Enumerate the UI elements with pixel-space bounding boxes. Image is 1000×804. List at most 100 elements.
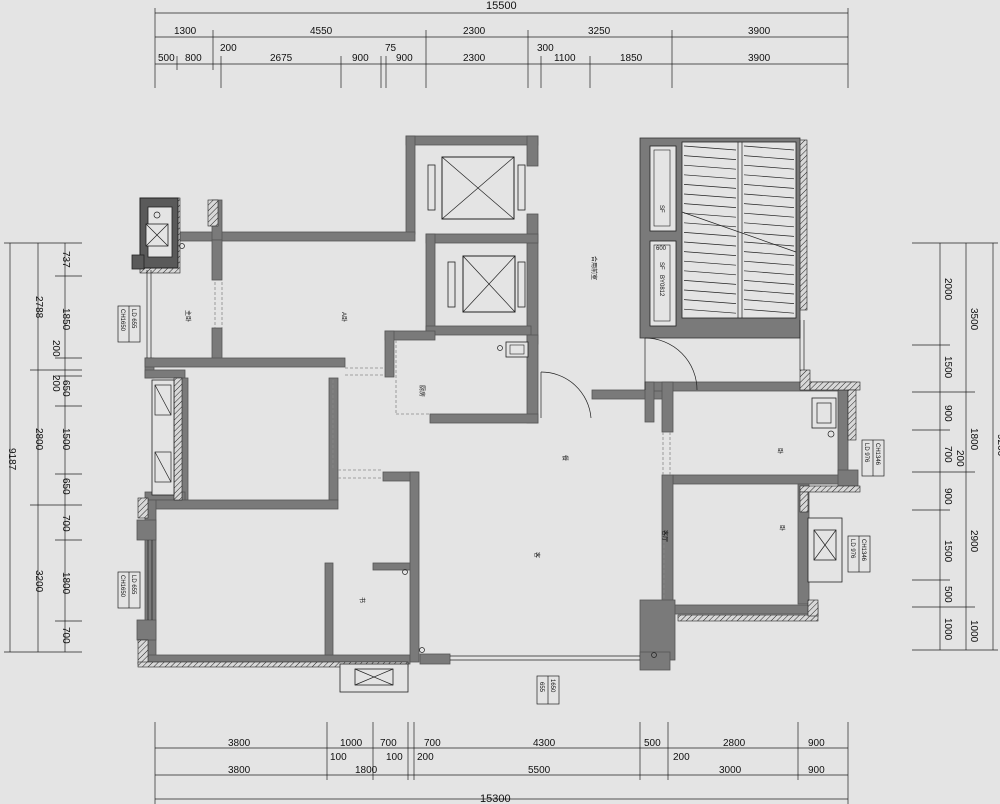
window-tag-bottom: 1650 655 [536, 675, 560, 705]
top-row2-3: 2675 [270, 53, 293, 64]
stair-tread [743, 184, 795, 189]
walls [136, 135, 859, 671]
room-mark-3: 餐 [561, 455, 569, 461]
stair-tread [683, 232, 737, 237]
room-mark-0: A卧 [340, 312, 348, 322]
stair-tread [743, 289, 795, 295]
bottom-row2-7: 3000 [719, 765, 742, 776]
svg-text:LD 976: LD 976 [849, 539, 855, 559]
top-row2-7: 2300 [463, 53, 486, 64]
stair-tread [743, 145, 795, 151]
top-row2-9: 1100 [554, 53, 576, 64]
top-row2-5: 75 [385, 43, 397, 54]
stair-tread [743, 251, 795, 256]
bottom-row2-5: 5500 [528, 765, 551, 776]
bottom-row2-2: 200 [417, 752, 434, 763]
kitchen-fixture [497, 341, 529, 358]
stair-tread [743, 155, 795, 160]
bottom-row2-4: 1800 [355, 765, 378, 776]
stair-tread [743, 270, 795, 276]
left-outer-1: 2800 [33, 428, 44, 451]
bottom-row2-0: 100 [330, 752, 347, 763]
top-row2-11: 3900 [748, 53, 771, 64]
stair-tread [743, 164, 795, 170]
top-row1-1: 4550 [310, 26, 333, 37]
bottom-row1-0: 3800 [228, 738, 251, 749]
window-tag-right-upper: CH1346 LD 976 [861, 439, 885, 477]
left-total: 9187 [6, 448, 17, 471]
stair-tread [743, 222, 795, 228]
room-mark-2: 厨房 [418, 385, 426, 397]
stair-label-0: SF [658, 205, 664, 213]
stair-tread [683, 251, 737, 256]
room-mark-5: 客厅 [661, 530, 669, 542]
window-tag-right-lower: CH1346 LD 976 [847, 535, 871, 573]
top-row1-0: 1300 [174, 26, 197, 37]
stair-tread [683, 145, 737, 151]
right-outer-0: 3500 [968, 308, 979, 331]
top-row2-10: 1850 [620, 53, 643, 64]
stair-tread [683, 289, 737, 295]
bottom-row1-2: 700 [380, 738, 397, 749]
stair-tread [683, 193, 737, 199]
room-mark-8: 书 [358, 597, 366, 603]
room-marks: A卧 主卧 厨房 餐 客 客厅 卧 卧 书 合用前室 [184, 256, 786, 603]
left-outer-2: 3200 [33, 570, 44, 593]
windows [146, 270, 805, 661]
svg-text:CH1650: CH1650 [119, 309, 125, 332]
doors [540, 337, 698, 419]
right-inner-0: 2000 [942, 278, 953, 301]
bottom-row1-6: 2800 [723, 738, 746, 749]
right-bath-fixture [811, 397, 837, 438]
top-total: 15500 [486, 0, 517, 12]
stair-tread [683, 203, 737, 208]
bottom-row2-1: 100 [386, 752, 403, 763]
svg-text:655: 655 [538, 682, 544, 693]
stair-tread [743, 299, 795, 304]
right-inner-1: 1500 [942, 356, 953, 379]
top-row2-2: 200 [220, 43, 237, 54]
top-row2-4: 900 [352, 53, 369, 64]
stair-tread [683, 299, 737, 304]
left-outer-0: 2788 [33, 296, 44, 319]
left-inner-1: 1850 [60, 308, 71, 331]
elevator-1 [427, 156, 526, 220]
pipe-markers [179, 243, 657, 658]
bottom-row2-3: 3800 [228, 765, 251, 776]
window-tag-left-upper: CH1650 LD 655 [117, 305, 141, 343]
top-row2-0: 500 [158, 53, 175, 64]
right-outer-1: 1800 [968, 428, 979, 451]
right-inner-2: 900 [942, 405, 953, 422]
left-inner-7: 700 [60, 515, 71, 532]
bottom-row2-8: 900 [808, 765, 825, 776]
stair-tread [743, 260, 795, 266]
right-dimensions: 2000 1500 900 200 700 900 1500 500 1000 … [912, 242, 1000, 651]
top-row1-3: 3250 [588, 26, 611, 37]
left-inner-8: 1800 [60, 572, 71, 595]
left-inner-9: 700 [60, 627, 71, 644]
top-dimensions: 15500 1300 4550 2300 3250 3900 500 800 2… [154, 0, 849, 88]
left-top-bath [131, 197, 179, 270]
svg-text:CH1346: CH1346 [860, 539, 866, 562]
bottom-row2-6: 200 [673, 752, 690, 763]
left-dimensions: 9187 2788 2800 3200 737 1850 200 650 200… [4, 242, 82, 653]
bottom-row1-1: 1000 [340, 738, 363, 749]
bottom-total: 15300 [480, 793, 511, 804]
top-row2-8: 300 [537, 43, 554, 54]
room-mark-4: 客 [533, 552, 541, 558]
stair-tread [683, 222, 737, 228]
svg-text:CH1650: CH1650 [119, 575, 125, 598]
top-row2-1: 800 [185, 53, 202, 64]
stair-tread [743, 174, 795, 180]
svg-text:LD 976: LD 976 [863, 443, 869, 463]
right-inner-4: 700 [942, 446, 953, 463]
top-row2-6: 900 [396, 53, 413, 64]
right-ac-box [807, 517, 843, 583]
svg-text:LD 655: LD 655 [130, 575, 136, 595]
right-outer-2: 2900 [968, 530, 979, 553]
stair-tread [743, 280, 795, 285]
stair-label-2: SF [658, 262, 664, 270]
bottom-row1-7: 900 [808, 738, 825, 749]
